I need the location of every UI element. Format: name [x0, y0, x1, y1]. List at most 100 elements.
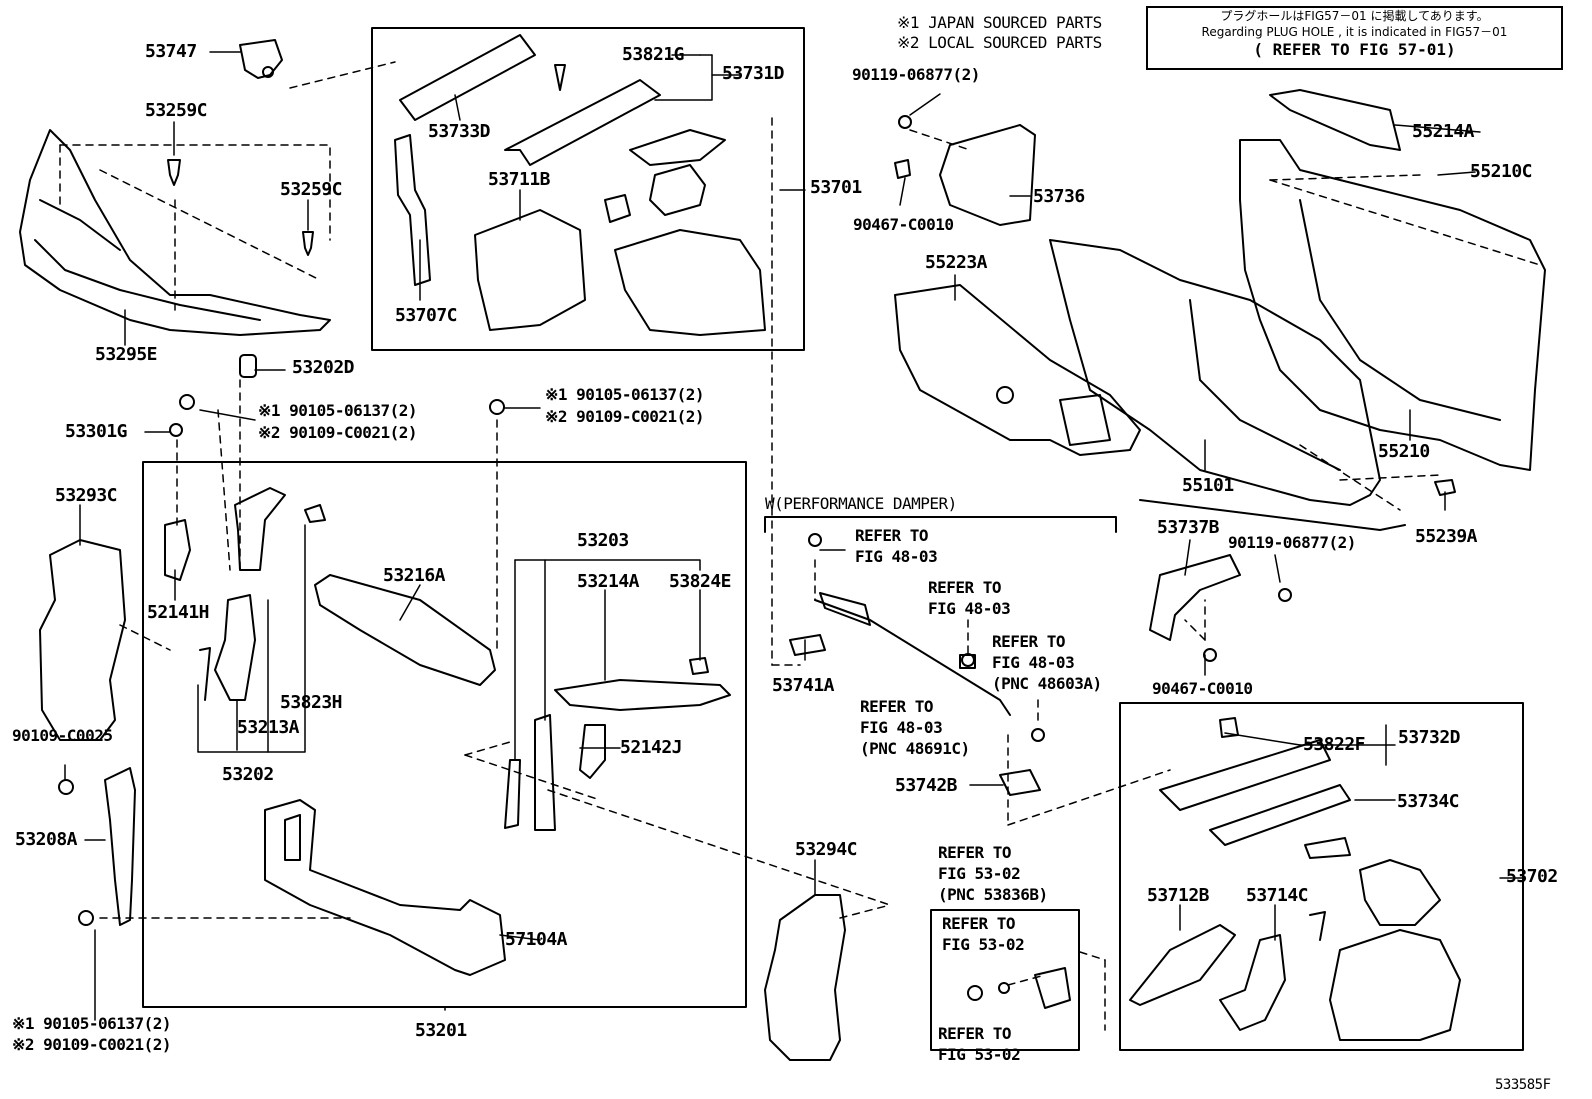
ref-line: FIG 48-03	[992, 653, 1075, 672]
part-performance-damper	[789, 592, 1041, 796]
ref-line: FIG 53-02	[938, 864, 1021, 883]
label-53259C-right: 53259C	[280, 179, 343, 200]
ref-line: REFER TO	[855, 526, 929, 545]
label-90105-c: ※1 90105-06137(2)	[12, 1014, 172, 1033]
note-refer: ( REFER TO FIG 57-01)	[1253, 40, 1456, 59]
ref-fig4803-a: REFER TO FIG 48-03	[855, 525, 938, 567]
label-53742B: 53742B	[895, 775, 958, 796]
label-52141H: 52141H	[147, 602, 210, 623]
label-53732D: 53732D	[1398, 727, 1461, 748]
ref-line: REFER TO	[860, 697, 934, 716]
label-53737B: 53737B	[1157, 517, 1220, 538]
part-53294C	[764, 894, 846, 1061]
label-53202D: 53202D	[292, 357, 355, 378]
label-53822F: 53822F	[1303, 734, 1366, 755]
label-53821G: 53821G	[622, 44, 685, 65]
part-53293C	[39, 539, 126, 741]
part-53736	[894, 115, 1036, 226]
frame-53702	[1119, 702, 1524, 1051]
label-53707C: 53707C	[395, 305, 458, 326]
part-53208A	[104, 767, 136, 926]
label-53734C: 53734C	[1397, 791, 1460, 812]
label-90105-a: ※1 90105-06137(2)	[258, 401, 418, 420]
part-55210	[1239, 139, 1546, 471]
label-53201: 53201	[415, 1020, 467, 1041]
label-55239A: 55239A	[1415, 526, 1478, 547]
label-53216A: 53216A	[383, 565, 446, 586]
part-55214A	[1269, 89, 1401, 151]
label-90467-bottom: 90467-C0010	[1152, 679, 1253, 698]
grommet-55239A	[1434, 479, 1456, 496]
part-53747	[239, 39, 283, 79]
bolts	[58, 394, 1292, 1001]
label-90119-bottom: 90119-06877(2)	[1228, 533, 1356, 552]
part-55101	[1049, 239, 1406, 531]
ref-line: REFER TO	[938, 843, 1012, 862]
part-53702-group	[1129, 717, 1461, 1041]
label-53293C: 53293C	[55, 485, 118, 506]
label-53702: 53702	[1506, 866, 1558, 887]
part-53737B	[1149, 554, 1241, 641]
label-53741A: 53741A	[772, 675, 835, 696]
label-55223A: 55223A	[925, 252, 988, 273]
label-53714C: 53714C	[1246, 885, 1309, 906]
ref-line: FIG 48-03	[928, 599, 1011, 618]
frame-perf-damper	[764, 516, 1117, 533]
label-53213A: 53213A	[237, 717, 300, 738]
label-90119-top: 90119-06877(2)	[852, 65, 980, 84]
label-53711B: 53711B	[488, 169, 551, 190]
label-53208A: 53208A	[15, 829, 78, 850]
legend-local-sourced: ※2 LOCAL SOURCED PARTS	[897, 33, 1102, 52]
label-53202: 53202	[222, 764, 274, 785]
label-57104A: 57104A	[505, 929, 568, 950]
part-fig5302-bracket	[1034, 967, 1071, 1009]
label-90105-b: ※1 90105-06137(2)	[545, 385, 705, 404]
part-57104A	[264, 799, 506, 976]
part-53213A-group	[164, 487, 326, 701]
ref-line: REFER TO	[992, 632, 1066, 651]
label-90109-d: ※2 90109-C0021(2)	[12, 1035, 172, 1054]
part-55223A	[894, 284, 1141, 456]
ref-line: REFER TO	[942, 914, 1016, 933]
label-53259C-top: 53259C	[145, 100, 208, 121]
label-53301G: 53301G	[65, 421, 128, 442]
part-53203-group	[504, 657, 731, 831]
ref-fig4803-b: REFER TO FIG 48-03	[928, 577, 1011, 619]
label-55214A: 55214A	[1412, 121, 1475, 142]
label-55210C: 55210C	[1470, 161, 1533, 182]
frame-53701	[371, 27, 805, 351]
label-53203: 53203	[577, 530, 629, 551]
label-53295E: 53295E	[95, 344, 158, 365]
part-53295E-panel	[19, 129, 331, 336]
label-52142J: 52142J	[620, 737, 683, 758]
label-53824E: 53824E	[669, 571, 732, 592]
ref-line: REFER TO	[938, 1024, 1012, 1043]
ref-fig4803-c: REFER TO FIG 48-03 (PNC 48603A)	[992, 631, 1102, 694]
label-90109-c0025: 90109-C0025	[12, 726, 113, 745]
part-53216A	[314, 574, 496, 686]
ref-fig4803-d: REFER TO FIG 48-03 (PNC 48691C)	[860, 696, 970, 759]
label-53294C: 53294C	[795, 839, 858, 860]
label-53214A: 53214A	[577, 571, 640, 592]
ref-line: FIG 53-02	[942, 935, 1025, 954]
label-53736: 53736	[1033, 186, 1085, 207]
ref-line: (PNC 48691C)	[860, 739, 970, 758]
label-53712B: 53712B	[1147, 885, 1210, 906]
ref-fig5302-c: REFER TO FIG 53-02	[938, 1023, 1021, 1065]
label-90467-top: 90467-C0010	[853, 215, 954, 234]
label-90109-b: ※2 90109-C0021(2)	[545, 407, 705, 426]
ref-line: FIG 48-03	[860, 718, 943, 737]
label-53731D: 53731D	[722, 63, 785, 84]
frame-fig5302	[930, 909, 1080, 1051]
label-90109-a: ※2 90109-C0021(2)	[258, 423, 418, 442]
label-53747: 53747	[145, 41, 197, 62]
ref-fig5302-b: REFER TO FIG 53-02	[942, 913, 1025, 955]
clip-53259C	[167, 159, 314, 256]
ref-fig5302-a: REFER TO FIG 53-02 (PNC 53836B)	[938, 842, 1048, 905]
label-53823H: 53823H	[280, 692, 343, 713]
frame-53201	[142, 461, 747, 1008]
label-53701: 53701	[810, 177, 862, 198]
note-line-jp: プラグホールはFIG57－01 に掲載してあります。	[1220, 9, 1489, 23]
ref-line: (PNC 53836B)	[938, 885, 1048, 904]
